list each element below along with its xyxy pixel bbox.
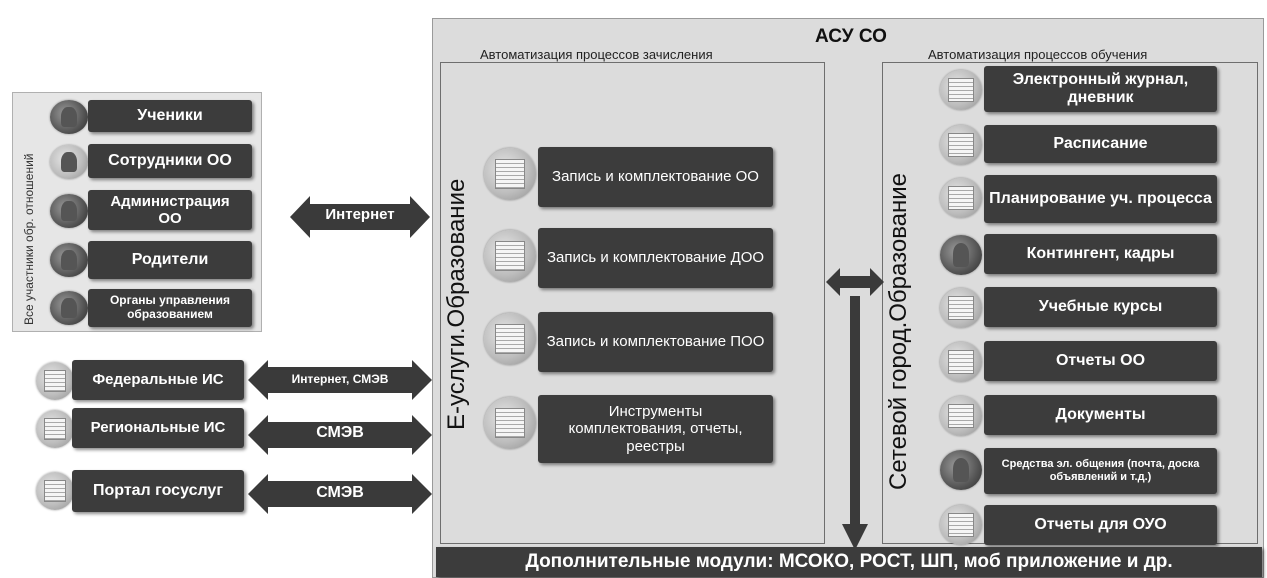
learning-module-label: Контингент, кадры [1026,244,1175,262]
federal-link-arrow [248,360,432,400]
learning-module-schedule[interactable]: Расписание [984,125,1217,163]
learning-module-communication[interactable]: Средства эл. общения (почта, доска объяв… [984,448,1217,494]
schedule-screenshot-icon [940,125,982,165]
learning-module-contingent[interactable]: Контингент, кадры [984,234,1217,274]
learning-module-label: Средства эл. общения (почта, доска объяв… [1001,458,1200,483]
learning-module-label: Отчеты ОО [1055,351,1146,369]
enrollment-section-title: Автоматизация процессов зачисления [480,47,713,62]
regional-link-arrow [248,415,432,455]
enrollment-module-label: Запись и комплектование ДОО [546,249,765,267]
learning-module-label: Планирование уч. процесса [989,189,1212,207]
enrollment-module-label: Запись и комплектование ОО [552,168,759,186]
down-arrow-head [842,524,868,550]
courses-screenshot-icon [940,288,982,328]
communication-photo-icon [940,450,982,490]
learning-module-label: Учебные курсы [1038,297,1163,315]
additional-modules-bar[interactable]: Дополнительные модули: МСОКО, РОСТ, ШП, … [436,547,1262,577]
participant-label: Родители [131,250,209,268]
federal-link-label: Интернет, СМЭВ [291,372,389,386]
learning-module-courses[interactable]: Учебные курсы [984,287,1217,327]
participant-label: Ученики [137,106,203,124]
regional-link-label: СМЭВ [316,424,364,441]
internet-arrow[interactable] [290,194,430,240]
enrollment-module-label: Запись и комплектование ПОО [546,333,765,351]
external-label: Федеральные ИС [92,371,224,389]
participants-vertical-label: Все участники обр. отношений [22,153,36,325]
people-photo-icon [940,235,982,275]
learning-module-planning[interactable]: Планирование уч. процесса [984,175,1217,223]
regional-is-icon [36,410,74,448]
learning-vertical-label: Сетевой город.Образование [885,172,912,490]
integration-arrows [826,268,884,550]
admin-photo-icon [50,194,88,228]
authorities-photo-icon [50,291,88,325]
form-screenshot-icon [484,230,536,282]
journal-screenshot-icon [940,70,982,110]
learning-module-documents[interactable]: Документы [984,395,1217,435]
gosuslugi-icon [36,472,74,510]
learning-module-reports-oo[interactable]: Отчеты ОО [984,341,1217,381]
learning-module-label: Отчеты для ОУО [1034,515,1167,533]
learning-module-label: Электронный журнал, дневник [1012,70,1189,106]
documents-screenshot-icon [940,396,982,436]
external-regional-is[interactable]: Региональные ИС [72,408,244,448]
learning-module-label: Документы [1055,405,1146,423]
student-photo-icon [50,100,88,134]
staff-photo-icon [50,145,88,179]
learning-module-reports-ouo[interactable]: Отчеты для ОУО [984,505,1217,545]
enrollment-module-label: Инструменты комплектования, отчеты, реес… [568,403,743,455]
gosuslugi-link-label: СМЭВ [316,484,364,501]
external-label: Региональные ИС [90,419,226,437]
reports-screenshot-icon [940,342,982,382]
horizontal-double-arrow [826,268,884,296]
internet-label: Интернет [325,206,395,223]
enrollment-module-oo[interactable]: Запись и комплектование ОО [538,147,773,207]
additional-modules-label: Дополнительные модули: МСОКО, РОСТ, ШП, … [525,551,1173,573]
enrollment-module-poo[interactable]: Запись и комплектование ПОО [538,312,773,372]
participant-parents[interactable]: Родители [88,241,252,279]
external-gosuslugi[interactable]: Портал госуслуг [72,470,244,512]
learning-module-label: Расписание [1053,134,1148,152]
participant-students[interactable]: Ученики [88,100,252,132]
form-screenshot-icon [484,397,536,449]
learning-module-journal[interactable]: Электронный журнал, дневник [984,66,1217,112]
planning-screenshot-icon [940,178,982,218]
vertical-connector [850,296,860,528]
parents-photo-icon [50,243,88,277]
form-screenshot-icon [484,148,536,200]
ouo-reports-screenshot-icon [940,505,982,545]
participant-label: Сотрудники ОО [108,151,232,169]
form-screenshot-icon [484,313,536,365]
federal-is-icon [36,362,74,400]
participant-label: Администрация ОО [110,192,230,227]
participant-label: Органы управления образованием [109,293,231,321]
enrollment-module-doo[interactable]: Запись и комплектование ДОО [538,228,773,288]
enrollment-module-tools[interactable]: Инструменты комплектования, отчеты, реес… [538,395,773,463]
enrollment-panel [440,62,825,544]
learning-section-title: Автоматизация процессов обучения [928,47,1148,62]
enrollment-vertical-label: Е-услуги.Образование [443,178,470,430]
external-federal-is[interactable]: Федеральные ИС [72,360,244,400]
main-title: АСУ СО [815,26,887,47]
participant-staff[interactable]: Сотрудники ОО [88,144,252,178]
external-label: Портал госуслуг [92,481,223,499]
participant-authorities[interactable]: Органы управления образованием [88,289,252,327]
participant-administration[interactable]: Администрация ОО [88,190,252,230]
gosuslugi-link-arrow [248,474,432,514]
